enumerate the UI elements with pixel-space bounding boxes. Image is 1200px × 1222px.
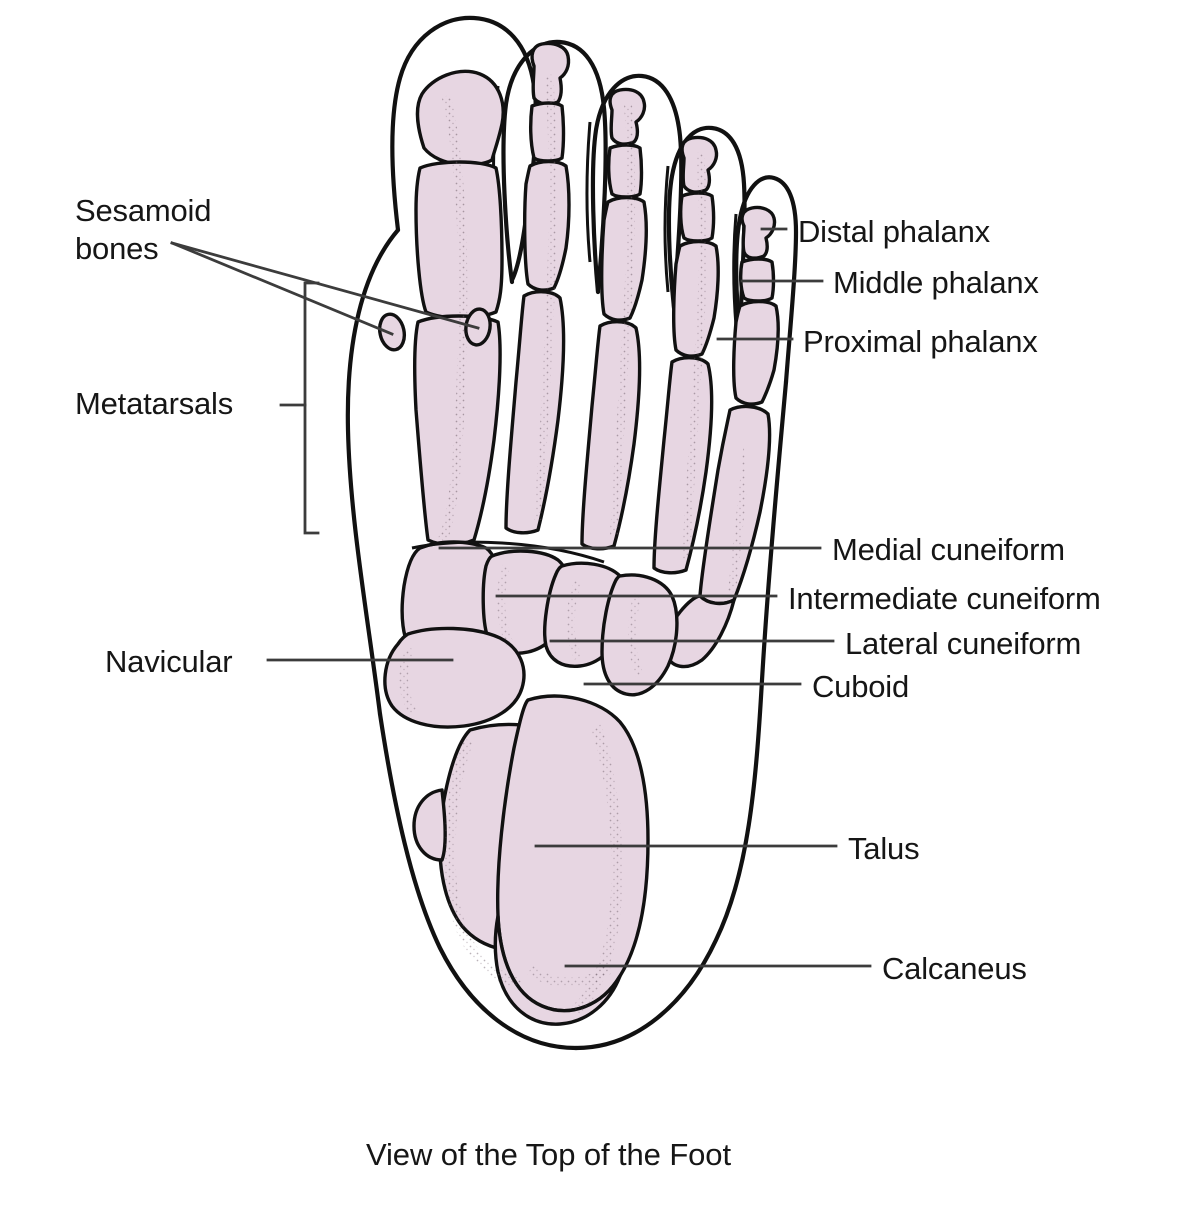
bone-metatarsal-3 (580, 320, 642, 551)
skin-outline-heel (377, 711, 579, 1051)
skin-outline-toe-5 (734, 175, 799, 385)
toe-web-crease-4 (732, 213, 738, 327)
label-cuboid: Cuboid (812, 669, 910, 704)
bone-middle-phalanx-3 (606, 143, 644, 199)
label-calcaneus: Calcaneus (882, 951, 1027, 986)
bone-talus-head-medial (412, 788, 447, 862)
leader-lines-group (170, 227, 872, 968)
bone-proximal-phalanx-2 (523, 159, 571, 292)
bone-metatarsal-2 (504, 290, 566, 535)
label-metatarsals: Metatarsals (75, 386, 234, 421)
bone-metatarsal-4 (652, 356, 714, 575)
bone-calcaneus (496, 694, 650, 1013)
bone-sesamoid-medial (377, 312, 407, 352)
label-navicular: Navicular (105, 644, 233, 679)
toe-web-crease-2 (585, 121, 592, 263)
skin-outline-medial-border (345, 227, 401, 717)
leader-metatarsals-bracket (303, 281, 320, 535)
label-medial-cuneiform: Medial cuneiform (832, 532, 1065, 567)
label-proximal-phalanx: Proximal phalanx (803, 324, 1038, 359)
skin-outline-lateral-border (573, 379, 789, 1051)
skin-outline-group (345, 15, 799, 1051)
toe-web-crease-3 (663, 165, 670, 293)
bone-navicular (383, 626, 526, 729)
label-distal-phalanx: Distal phalanx (798, 214, 990, 249)
label-intermediate-cuneiform: Intermediate cuneiform (788, 581, 1101, 616)
bones-group (377, 41, 780, 1026)
bone-shading-group (399, 70, 752, 1015)
bone-distal-phalanx-2 (530, 41, 571, 106)
bone-cuboid (600, 573, 679, 697)
bone-distal-phalanx-5 (740, 205, 777, 260)
figure-caption: View of the Top of the Foot (366, 1137, 731, 1172)
skin-outline-toe-2 (501, 39, 608, 293)
leader-sesamoid-medial (170, 241, 394, 336)
bone-middle-phalanx-2 (528, 101, 566, 163)
bone-joint-line-tmt (411, 540, 605, 564)
label-middle-phalanx: Middle phalanx (833, 265, 1039, 300)
bone-proximal-phalanx-5 (731, 299, 780, 406)
bone-metatarsal-5-tuberosity (663, 594, 736, 669)
bone-middle-phalanx-4 (678, 191, 716, 243)
label-lateral-cuneiform: Lateral cuneiform (845, 626, 1082, 661)
leader-sesamoid-lateral (170, 241, 480, 330)
label-talus: Talus (848, 831, 920, 866)
label-sesamoid-bones: Sesamoid bones (75, 193, 212, 266)
